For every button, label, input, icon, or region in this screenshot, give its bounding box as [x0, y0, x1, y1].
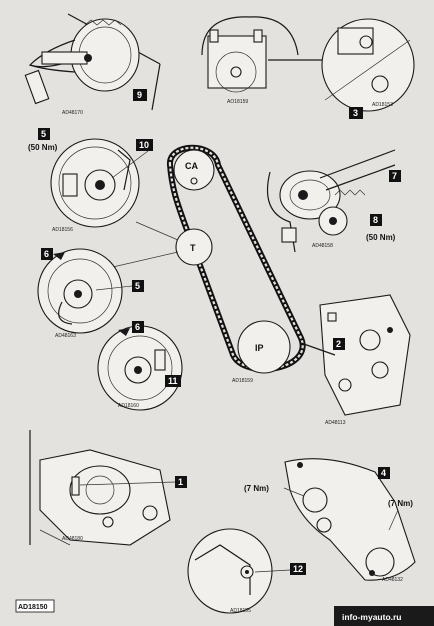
svg-text:3: 3 — [353, 108, 358, 118]
callout-5-mid: 5 — [132, 280, 144, 292]
pulley-camshaft: CA — [173, 149, 215, 191]
caption-ad18153: AD18153 — [372, 102, 393, 108]
figure-cam-locking-tool: AO18159 AD18153 — [201, 16, 415, 112]
figure-sprocket-puller: AD48170 — [24, 13, 161, 116]
figure-pin-detail: AD18155 — [187, 528, 291, 614]
svg-text:9: 9 — [137, 90, 142, 100]
figure-crankshaft-pin: AD48180 — [29, 430, 171, 546]
callout-6-bottom: 6 — [132, 321, 144, 333]
caption-ad18156: AD18156 — [52, 227, 73, 233]
svg-text:11: 11 — [168, 376, 178, 386]
svg-text:6: 6 — [135, 322, 140, 332]
caption-ad48170: AD48170 — [62, 110, 83, 116]
callout-11: 11 — [165, 375, 181, 387]
timing-belt — [167, 144, 306, 373]
svg-text:5: 5 — [41, 129, 46, 139]
svg-text:4: 4 — [381, 468, 386, 478]
svg-text:6: 6 — [44, 249, 49, 259]
pulley-injection-pump: IP — [237, 320, 291, 374]
callout-2: 2 — [333, 338, 345, 350]
caption-ad48180: AD48180 — [62, 536, 83, 542]
svg-text:5: 5 — [135, 281, 140, 291]
callout-4: 4 — [378, 467, 390, 479]
figure-reference: AD18150 — [15, 599, 55, 613]
caption-ad18160: AD18160 — [118, 403, 139, 409]
figure-id-label: AD18150 — [18, 604, 48, 611]
pulley-label-t: T — [190, 243, 196, 253]
pulley-label-ip: IP — [255, 343, 264, 353]
figure-tensioner-lock: AD18160 — [97, 325, 183, 411]
torque-50nm-left: (50 Nm) — [28, 143, 58, 152]
pulley-tensioner: T — [175, 228, 213, 266]
svg-text:1: 1 — [178, 477, 183, 487]
pulley-label-ca: CA — [185, 161, 198, 171]
torque-50nm-right: (50 Nm) — [366, 233, 396, 242]
caption-ad48132: AD48132 — [382, 577, 403, 583]
callout-8: 8 — [370, 214, 382, 226]
watermark-text: info-myauto.ru — [342, 612, 402, 622]
callout-1: 1 — [175, 476, 187, 488]
caption-ao18159: AO18159 — [227, 99, 248, 105]
callout-3: 3 — [349, 107, 363, 119]
caption-ad18155: AD18155 — [230, 608, 251, 614]
svg-text:10: 10 — [139, 140, 149, 150]
callout-5-top: 5 — [38, 128, 50, 140]
figure-tensioner-rotate: AD48163 — [37, 248, 123, 339]
torque-7nm-left: (7 Nm) — [244, 484, 269, 493]
figure-belt-cover: AD48132 — [284, 458, 416, 583]
torque-7nm-right: (7 Nm) — [388, 499, 413, 508]
callout-6-top: 6 — [41, 248, 53, 260]
caption-ad48158: AD48158 — [312, 243, 333, 249]
figure-pump-locking-pin: AD48113 — [300, 294, 411, 426]
svg-text:7: 7 — [392, 171, 397, 181]
caption-ad18159: AD18159 — [232, 378, 253, 384]
watermark: info-myauto.ru — [334, 606, 434, 626]
caption-ad48163: AD48163 — [55, 333, 76, 339]
svg-text:2: 2 — [336, 339, 341, 349]
svg-text:8: 8 — [373, 215, 378, 225]
figure-tensioner-adjust: AD18156 — [50, 138, 140, 233]
callout-7: 7 — [389, 170, 401, 182]
callout-9: 9 — [133, 89, 147, 101]
svg-text:12: 12 — [293, 564, 303, 574]
caption-ad48113: AD48113 — [325, 420, 346, 426]
figure-sprocket-holding-tool: AD48158 — [266, 149, 396, 253]
callout-12: 12 — [290, 563, 306, 575]
callout-10: 10 — [136, 139, 153, 151]
